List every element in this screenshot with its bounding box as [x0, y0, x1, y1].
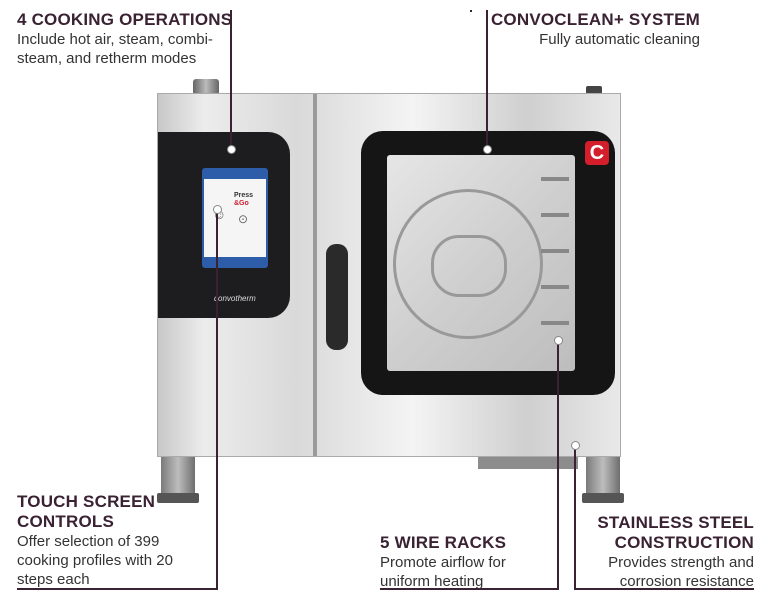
callout-dot	[483, 145, 492, 154]
leader-line	[380, 588, 559, 590]
wire-rack	[541, 285, 569, 289]
callout-stainless-steel: STAINLESS STEEL CONSTRUCTION Provides st…	[574, 513, 754, 591]
brand-badge: C	[585, 141, 609, 165]
oven-foot	[582, 457, 624, 503]
callout-text: Fully automatic cleaning	[539, 31, 700, 48]
top-vent	[586, 86, 602, 94]
callout-dot	[213, 205, 222, 214]
callout-text: Include hot air, steam, combi-steam, and…	[17, 31, 213, 67]
glass-door	[387, 155, 575, 371]
screen-top-bar	[204, 170, 266, 179]
screen-bottom-bar	[204, 257, 266, 266]
leader-line	[574, 445, 576, 590]
leader-line	[470, 10, 472, 12]
leader-line	[17, 588, 218, 590]
callout-dot	[571, 441, 580, 450]
door-handle	[326, 244, 348, 350]
drip-tray	[478, 457, 578, 469]
callout-text: Promote airflow for uniform heating	[380, 554, 506, 590]
fan-center	[431, 235, 507, 297]
leader-line	[557, 340, 559, 590]
go-text: &Go	[234, 200, 249, 207]
oven-window: C	[361, 131, 615, 395]
callout-title: TOUCH SCREEN CONTROLS	[17, 492, 156, 531]
callout-wire-racks: 5 WIRE RACKS Promote airflow for uniform…	[380, 533, 550, 591]
callout-dot	[227, 145, 236, 154]
fan-cover	[393, 189, 543, 339]
callout-title: CONVOCLEAN+ SYSTEM	[490, 10, 700, 29]
callout-dot	[554, 336, 563, 345]
control-panel: Press &Go ☺ ⊙ convotherm	[158, 132, 290, 318]
callout-convoclean: CONVOCLEAN+ SYSTEM Fully automatic clean…	[470, 10, 700, 49]
callout-title: STAINLESS STEEL CONSTRUCTION	[597, 513, 754, 552]
brand-logo: convotherm	[214, 294, 256, 303]
touch-screen: Press &Go ☺ ⊙	[202, 168, 268, 268]
wire-rack	[541, 213, 569, 217]
oven-foot	[157, 457, 199, 503]
callout-cooking-operations: 4 COOKING OPERATIONS Include hot air, st…	[17, 10, 247, 68]
press-go-label: Press &Go	[234, 192, 253, 208]
wire-rack	[541, 249, 569, 253]
wire-rack	[541, 177, 569, 181]
callout-text: Offer selection of 399 cooking profiles …	[17, 533, 173, 588]
steam-vent-knob	[193, 79, 219, 95]
press-text: Press	[234, 192, 254, 199]
callout-text: Provides strength and corrosion resistan…	[608, 554, 754, 590]
callout-title: 5 WIRE RACKS	[380, 533, 507, 552]
wire-rack	[541, 321, 569, 325]
leader-line	[574, 588, 754, 590]
leader-line	[486, 10, 488, 150]
callout-touch-screen: TOUCH SCREEN CONTROLS Offer selection of…	[17, 492, 217, 589]
plate-icon: ⊙	[238, 212, 249, 226]
combi-oven: Press &Go ☺ ⊙ convotherm C	[157, 93, 621, 457]
callout-title: 4 COOKING OPERATIONS	[17, 10, 233, 29]
leader-line	[216, 210, 218, 590]
panel-divider	[313, 94, 317, 456]
leader-line	[230, 10, 232, 150]
